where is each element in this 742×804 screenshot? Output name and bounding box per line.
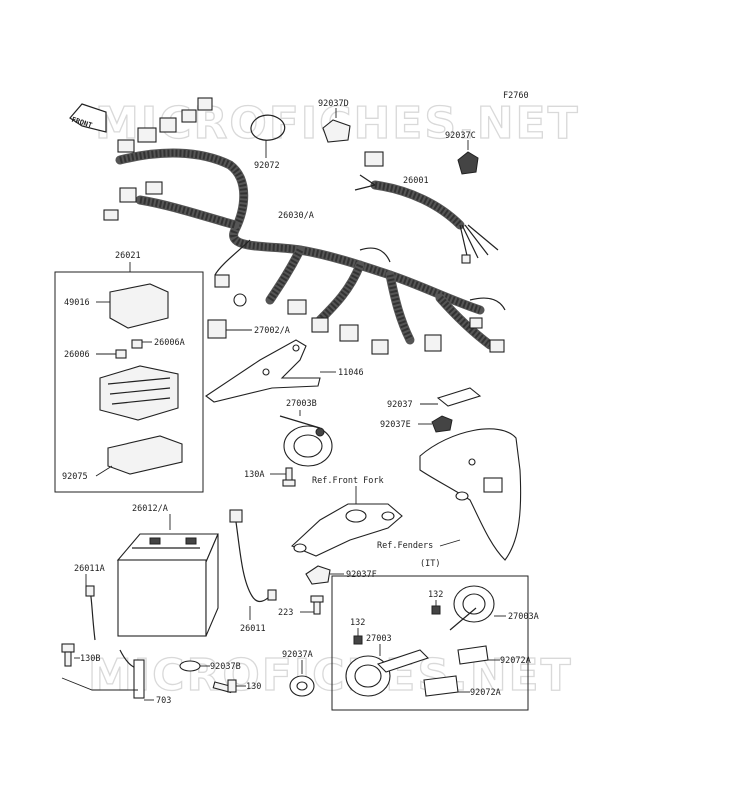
- label-92037E: 92037E: [380, 420, 411, 430]
- part-703-tube: [119, 649, 154, 701]
- label-27003B: 27003B: [286, 399, 317, 409]
- part-92037E-clamp: [418, 415, 453, 433]
- part-26011-cable: [229, 509, 277, 620]
- label-26006A: 26006A: [154, 338, 185, 348]
- label-92037B: 92037B: [210, 662, 241, 672]
- label-92072: 92072: [254, 161, 280, 171]
- label-26006: 26006: [64, 350, 90, 360]
- leader-bracket: [61, 677, 138, 691]
- assembly-box-26021: [54, 271, 204, 493]
- part-223-bolt: [300, 595, 324, 615]
- label-703: 703: [156, 696, 171, 706]
- label-130A: 130A: [244, 470, 264, 480]
- part-92037-plate: [420, 387, 482, 407]
- part-92037A-clamp: [289, 660, 315, 697]
- label-92037F: 92037F: [346, 570, 377, 580]
- label-26011: 26011: [240, 624, 266, 634]
- label-92037D: 92037D: [318, 99, 349, 109]
- part-132-bolt-b: [353, 628, 363, 645]
- label-it: (IT): [420, 559, 440, 569]
- part-26011A-lead: [85, 574, 96, 641]
- part-130-bolt: [212, 679, 246, 694]
- label-92072A-a: 92072A: [500, 656, 531, 666]
- watermark-bottom: MICROFICHES.NET: [88, 650, 573, 701]
- part-92072-clamp: [250, 114, 286, 158]
- part-27002A-relay: [207, 319, 252, 339]
- part-fuse-box: [99, 365, 179, 421]
- part-130A-bolt: [270, 467, 296, 487]
- part-92037F-clamp: [305, 565, 344, 585]
- label-132-a: 132: [428, 590, 443, 600]
- label-27003: 27003: [366, 634, 392, 644]
- label-26030A: 26030/A: [278, 211, 314, 221]
- part-26006A-fuse: [131, 339, 152, 349]
- assembly-box-it: [331, 575, 529, 711]
- part-11046-bracket: [205, 339, 336, 403]
- label-27002A: 27002/A: [254, 326, 290, 336]
- label-130: 130: [246, 682, 261, 692]
- part-92072A-bracket-a: [457, 645, 500, 665]
- sub-harness-26001: [354, 151, 499, 264]
- label-26021: 26021: [115, 251, 141, 261]
- label-92037: 92037: [387, 400, 413, 410]
- label-92037A: 92037A: [282, 650, 313, 660]
- part-92037B-clamp: [179, 660, 210, 672]
- label-11046: 11046: [338, 368, 364, 378]
- part-26006-fuse: [96, 349, 127, 359]
- label-223: 223: [278, 608, 293, 618]
- label-92072A-b: 92072A: [470, 688, 501, 698]
- part-front-fork-bracket: [290, 486, 403, 557]
- label-92037C: 92037C: [445, 131, 476, 141]
- part-27003-horn: [345, 644, 430, 697]
- label-ref-front-fork: Ref.Front Fork: [312, 476, 384, 486]
- part-49016-cover: [96, 283, 169, 329]
- label-92075: 92075: [62, 472, 88, 482]
- label-ref-fenders: Ref.Fenders: [377, 541, 433, 551]
- label-26011A: 26011A: [74, 564, 105, 574]
- part-130B-bolt: [61, 643, 80, 667]
- main-harness: [103, 97, 506, 355]
- label-26012A: 26012/A: [132, 504, 168, 514]
- part-27003B-horn: [279, 410, 333, 467]
- part-27003A-horn: [449, 585, 506, 631]
- part-92037C-clamp: [457, 140, 479, 175]
- figure-code: F2760: [503, 91, 529, 101]
- part-26012A-battery: [116, 514, 219, 637]
- part-92072A-bracket-b: [423, 675, 470, 697]
- label-27003A: 27003A: [508, 612, 539, 622]
- part-92075-holder: [95, 435, 183, 477]
- part-92037D-clamp: [322, 108, 351, 143]
- part-fender: [419, 428, 522, 561]
- label-49016: 49016: [64, 298, 90, 308]
- part-132-bolt-a: [431, 600, 441, 615]
- label-132-b: 132: [350, 618, 365, 628]
- label-130B: 130B: [80, 654, 100, 664]
- label-26001: 26001: [403, 176, 429, 186]
